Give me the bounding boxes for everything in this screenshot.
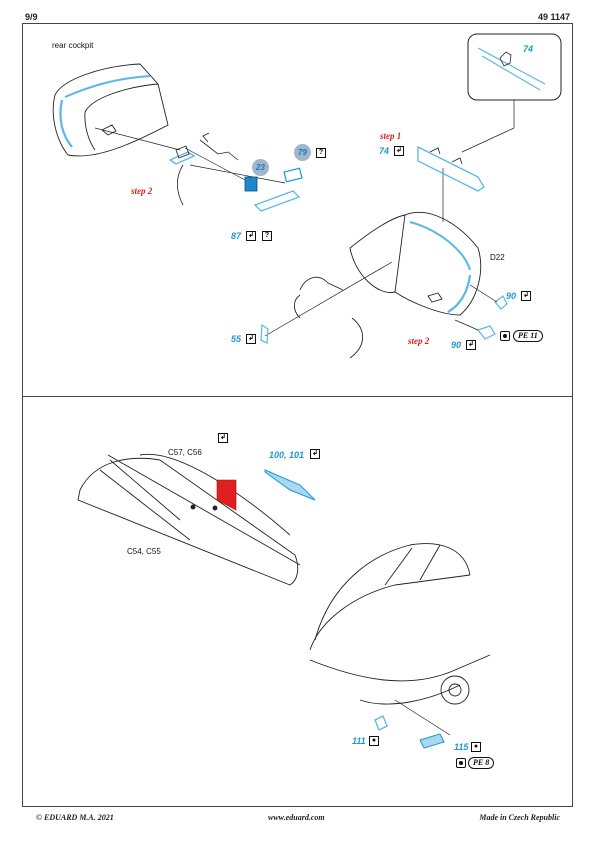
- part-number-90-upper: 90: [506, 291, 517, 301]
- set-number: 49 1147: [537, 12, 570, 22]
- part-111-shape: [374, 715, 388, 731]
- part-number-87: 87: [231, 231, 242, 241]
- step-2-left-label: step 2: [131, 186, 153, 196]
- section-title: rear cockpit: [52, 41, 94, 50]
- part-74-shape: [417, 145, 485, 192]
- part-number-55: 55: [231, 334, 242, 344]
- part-d22-label: D22: [490, 253, 505, 262]
- canopy-fuselage: [309, 543, 491, 736]
- fold-icon: ↲: [394, 146, 404, 156]
- fold-icon: ↲: [246, 231, 256, 241]
- part-c57-c56-label: C57, C56: [168, 448, 202, 457]
- pe-reference-8: PE 8: [468, 757, 495, 769]
- photo-etch-icon: [456, 758, 466, 768]
- question-icon: ?: [316, 148, 326, 158]
- part-c54-c55-label: C54, C55: [127, 547, 161, 556]
- copyright-notice: © EDUARD M.A. 2021: [36, 813, 114, 822]
- part-number-115: 115: [454, 742, 469, 752]
- fold-icon: ↲: [246, 334, 256, 344]
- step-2-right-label: step 2: [408, 336, 430, 346]
- step-1-label: step 1: [380, 131, 402, 141]
- website-link[interactable]: www.eduard.com: [268, 813, 325, 822]
- part-number-23: 23: [252, 159, 269, 176]
- part-number-79: 79: [294, 144, 311, 161]
- inset-part-number: 74: [523, 44, 534, 54]
- fold-icon: ↲: [310, 449, 320, 459]
- part-115-shape: [419, 733, 445, 749]
- part-number-100-101: 100, 101: [269, 450, 305, 460]
- pe-reference-11: PE 11: [513, 330, 543, 342]
- part-number-74: 74: [379, 146, 390, 156]
- drop-tank: [77, 453, 301, 586]
- origin-notice: Made in Czech Republic: [479, 813, 560, 822]
- detail-inset-part: [477, 47, 546, 91]
- rear-cockpit-panel: [22, 23, 573, 397]
- highlight-panel: [216, 479, 237, 511]
- fold-icon: ↲: [466, 340, 476, 350]
- left-cockpit-tub: [52, 63, 181, 157]
- photo-etch-icon: [500, 331, 510, 341]
- part-number-90-lower: 90: [451, 340, 462, 350]
- question-icon: ?: [262, 231, 272, 241]
- part-number-111: 111: [352, 736, 366, 746]
- glue-icon: ●: [471, 742, 481, 752]
- right-cockpit-tub: [349, 168, 482, 316]
- glue-icon: ●: [369, 736, 379, 746]
- left-instrument-parts: [168, 132, 303, 212]
- page-number: 9/9: [25, 12, 38, 22]
- part-100-101-shape: [264, 469, 316, 501]
- fold-icon: ↲: [218, 433, 228, 443]
- control-linkage: [260, 261, 393, 359]
- fold-icon: ↲: [521, 291, 531, 301]
- tank-canopy-panel: [22, 397, 573, 807]
- part-90-shapes: [454, 284, 508, 340]
